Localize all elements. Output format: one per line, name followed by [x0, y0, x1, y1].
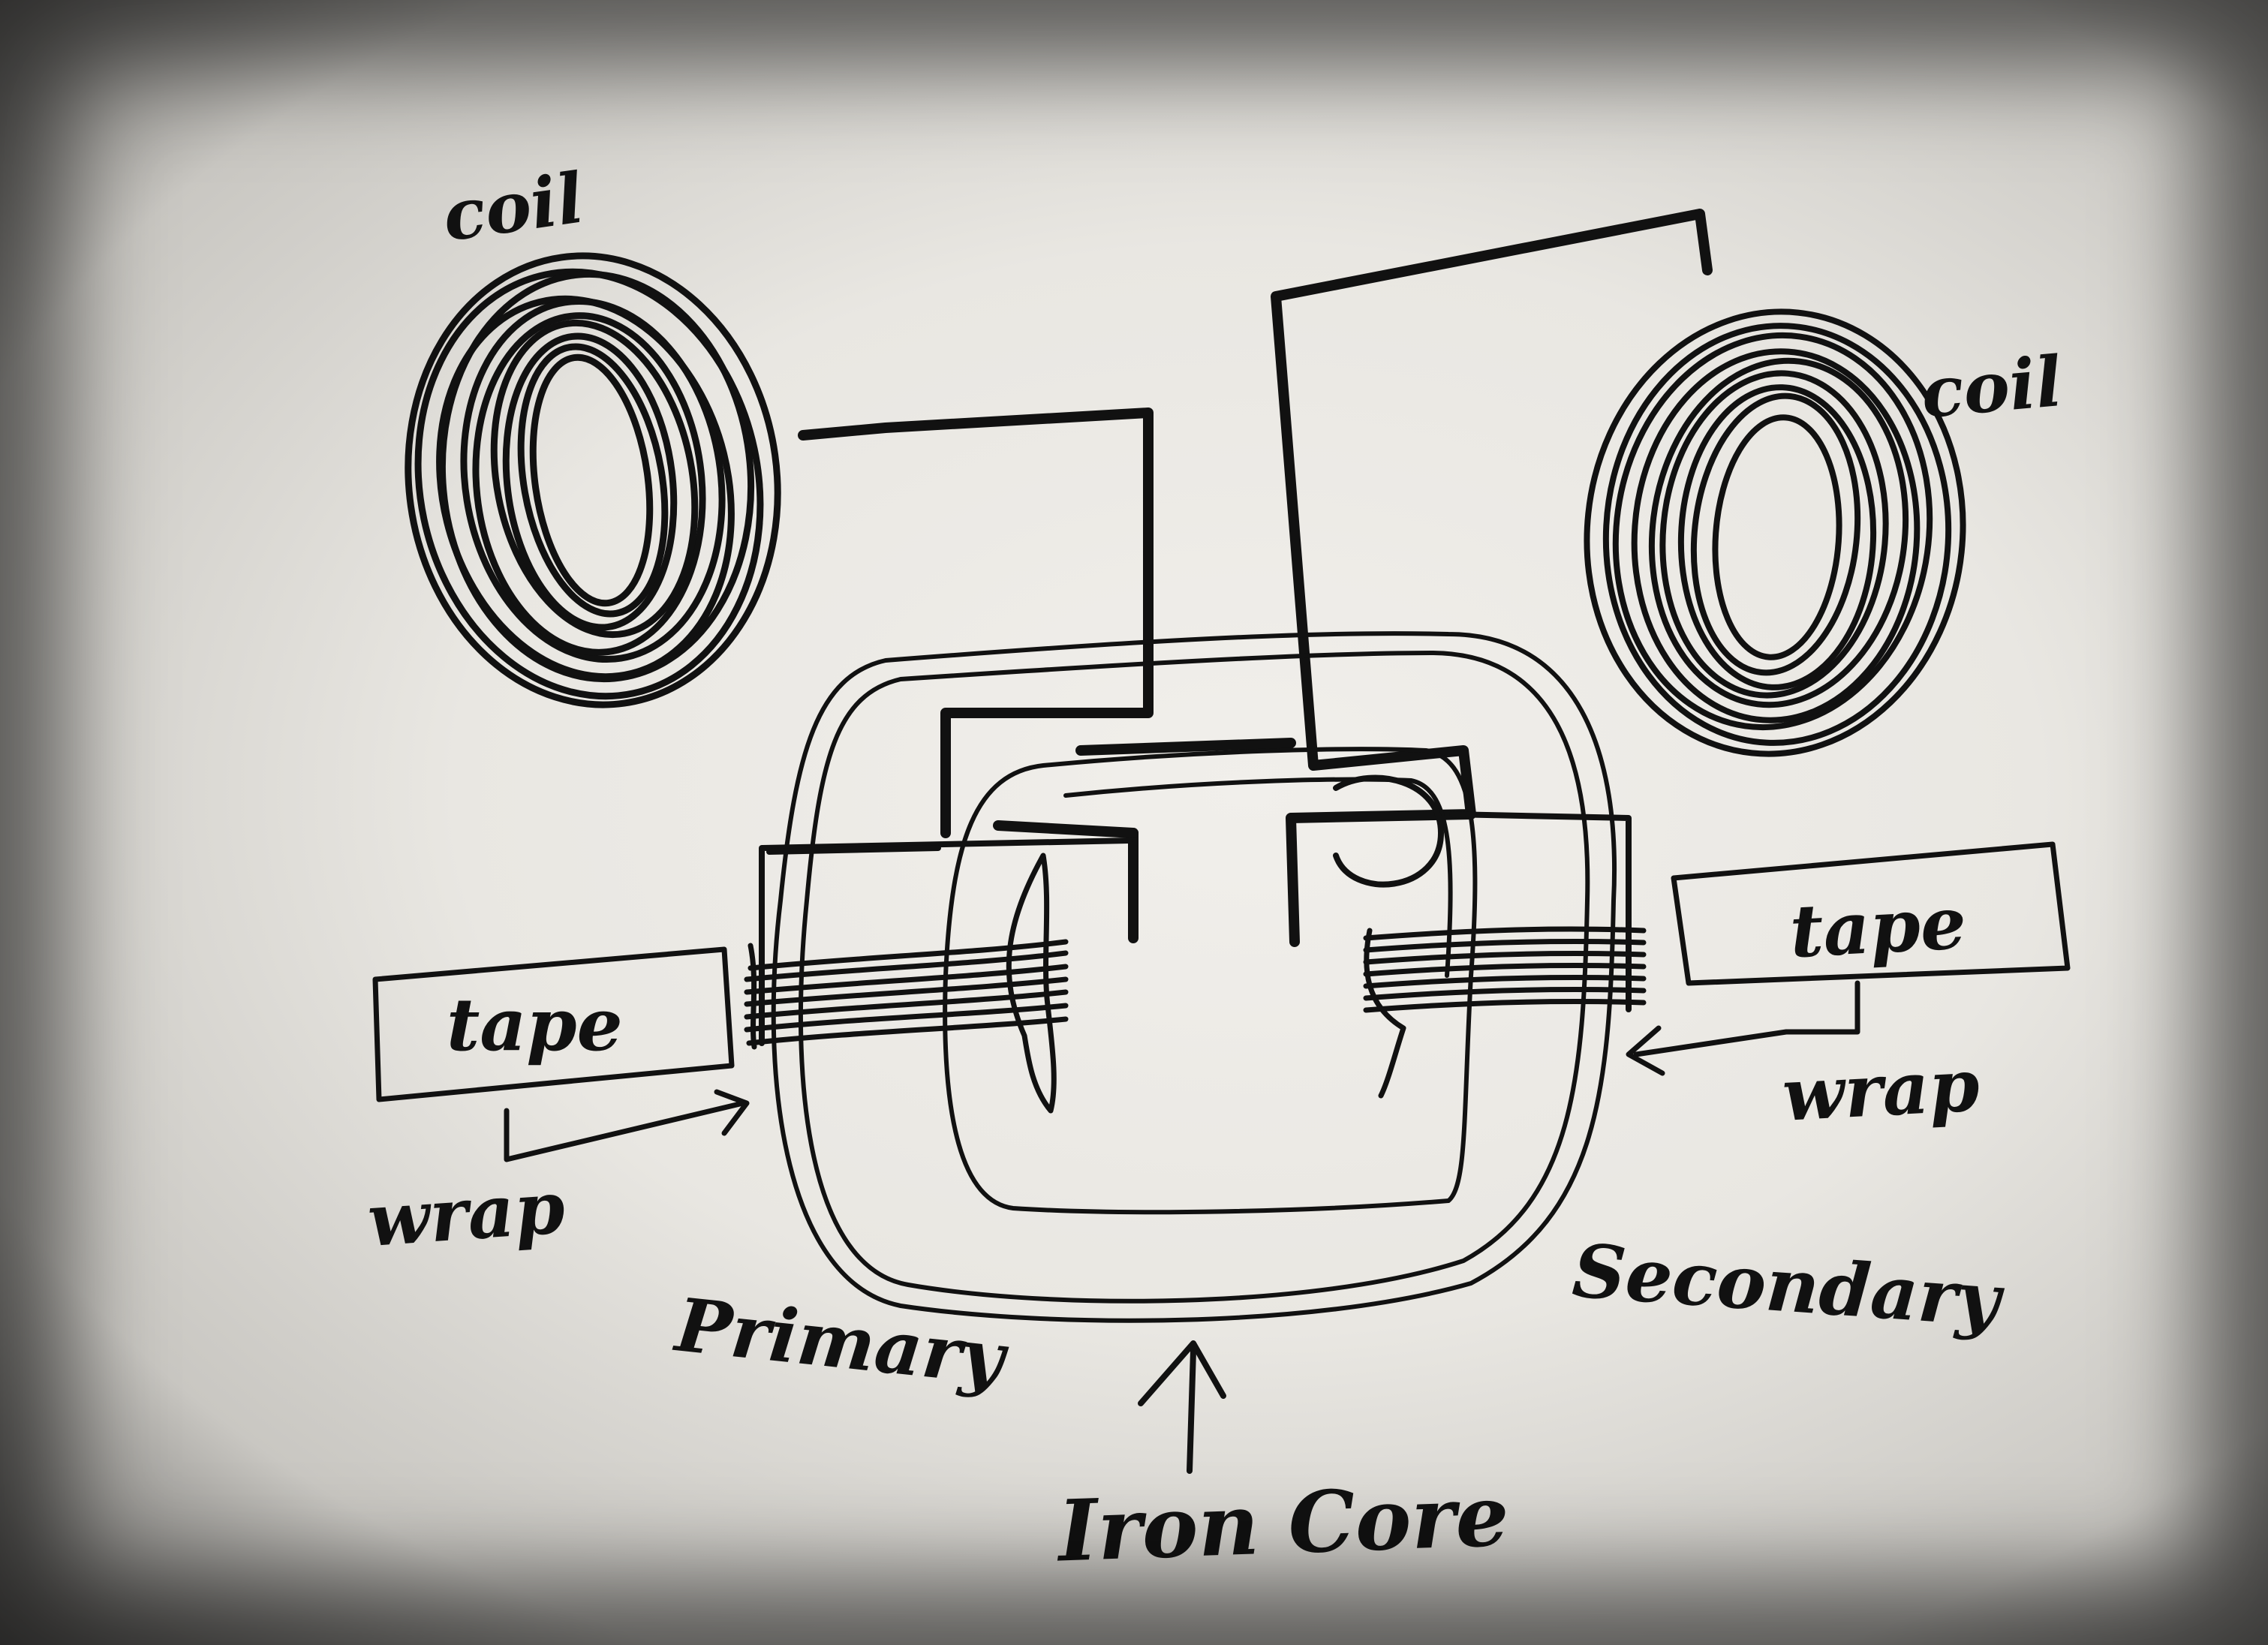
- right-wrap-arrow: [1626, 980, 1860, 1076]
- left-wrap-arrow: [504, 1089, 750, 1162]
- left-tape-box: [372, 946, 735, 1102]
- left-wire: [798, 407, 1154, 943]
- wrap-label-left: wrap: [365, 1164, 568, 1264]
- coil-label-right: coil: [1918, 341, 2065, 434]
- secondary-winding-turns: [1363, 926, 1647, 1099]
- right-wire: [1075, 209, 1713, 947]
- iron-core-arrow: [1138, 1340, 1226, 1474]
- right-coil-drawing: [1584, 308, 1966, 757]
- tape-label-left: tape: [447, 982, 623, 1067]
- tape-label-right: tape: [1788, 880, 1969, 975]
- iron-core-label: Iron Core: [1056, 1466, 1511, 1581]
- right-tape-box: [1671, 841, 2071, 986]
- wrap-label-right: wrap: [1780, 1042, 1982, 1138]
- primary-winding-turns: [744, 853, 1069, 1114]
- secondary-winding-frame: [1333, 774, 1632, 1012]
- coil-label-left: coil: [438, 157, 588, 257]
- left-coil-drawing: [405, 252, 781, 708]
